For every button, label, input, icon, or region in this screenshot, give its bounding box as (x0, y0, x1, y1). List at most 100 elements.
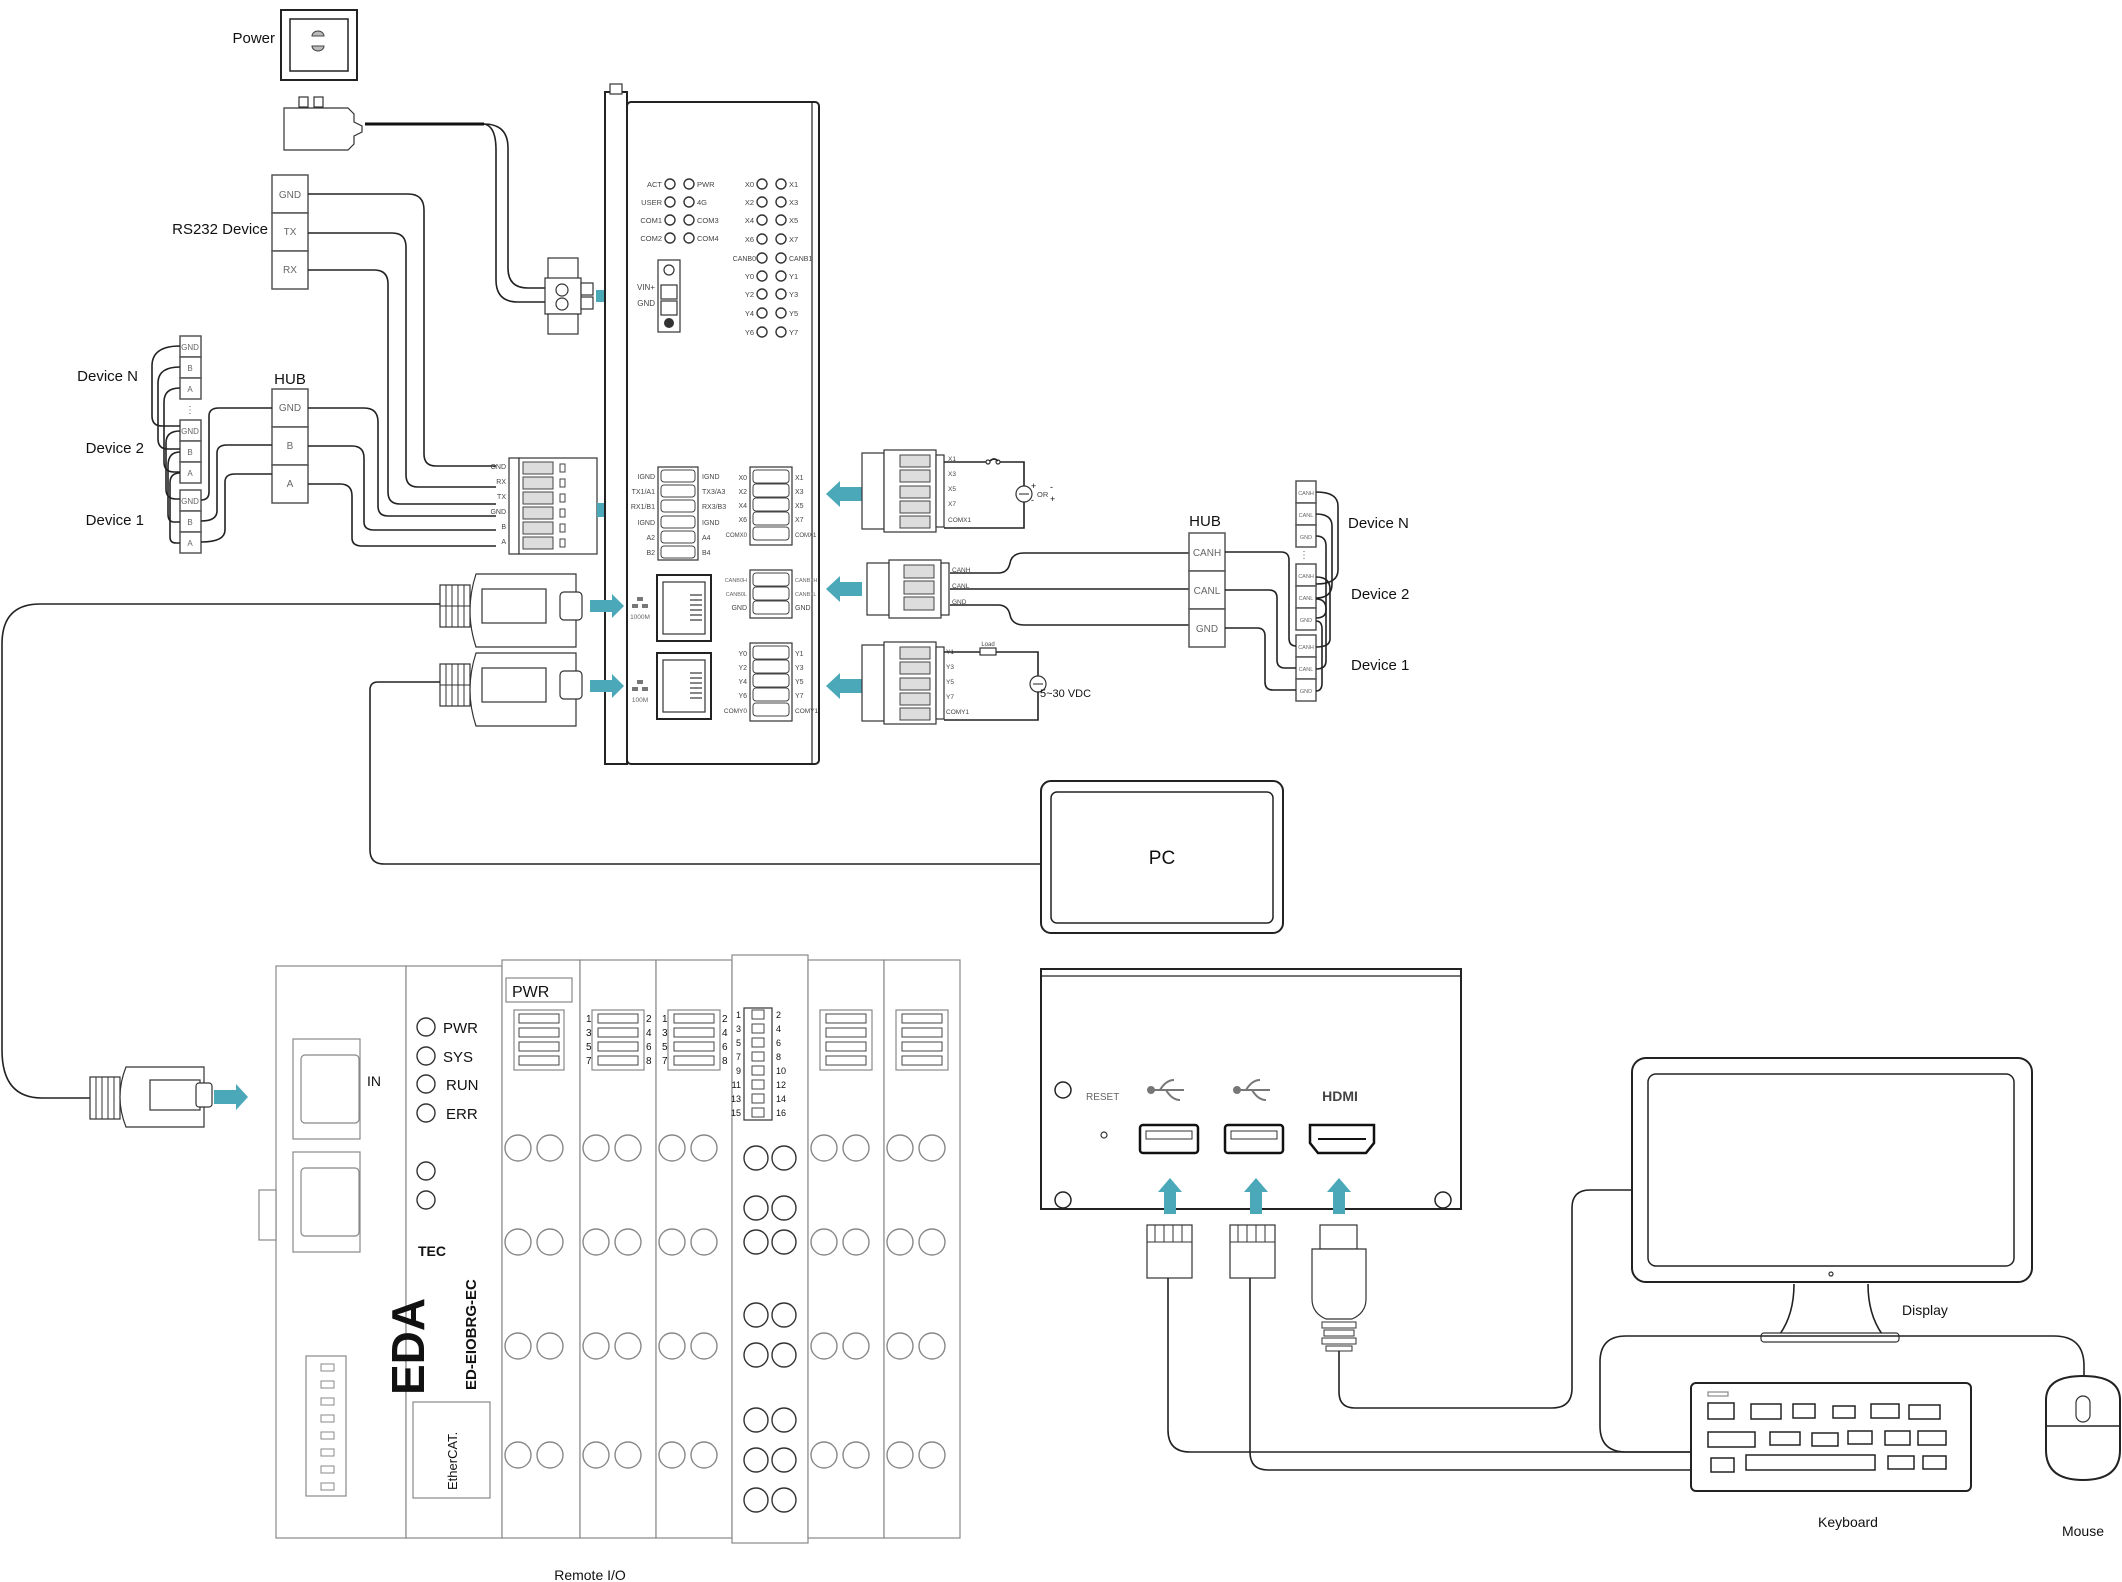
keyboard-label: Keyboard (1818, 1514, 1878, 1530)
svg-text:GND: GND (795, 605, 811, 612)
svg-text:B: B (287, 441, 294, 452)
svg-text:A2: A2 (646, 535, 655, 542)
network-icon (632, 680, 648, 691)
svg-text:GND: GND (181, 343, 199, 352)
keyboard: Keyboard (1599, 1335, 2085, 1530)
power-adapter (283, 96, 556, 303)
svg-text:⋮: ⋮ (1299, 550, 1309, 561)
svg-text:PWR: PWR (512, 984, 549, 1001)
svg-text:X6: X6 (745, 235, 754, 244)
svg-text:-: - (1031, 495, 1034, 505)
do-terminal-plug: Y1 Y3 Y5 Y7 COMY1 Load 5~30 VDC (826, 641, 1091, 725)
mouse: Mouse (2045, 1374, 2121, 1539)
svg-text:HUB: HUB (1189, 513, 1221, 530)
svg-text:ACT: ACT (647, 180, 662, 189)
svg-text:B2: B2 (646, 550, 655, 557)
gateway-do-socket: Y0 Y2 Y4 Y6 COMY0 Y1 Y3 Y5 Y7 COMY1 (724, 642, 819, 722)
svg-text:1000M: 1000M (630, 614, 650, 621)
svg-text:HUB: HUB (274, 371, 306, 388)
svg-text:B: B (187, 364, 192, 373)
gateway-serial-socket: IGND TX1/A1 RX1/B1 IGND A2 B2 IGND TX3/A… (631, 466, 726, 561)
svg-text:RX1/B1: RX1/B1 (631, 504, 655, 511)
svg-text:GND: GND (952, 599, 967, 606)
svg-text:6: 6 (646, 1042, 652, 1053)
display-label: Display (1902, 1302, 1948, 1318)
svg-text:A: A (501, 539, 506, 546)
svg-text:COM4: COM4 (697, 234, 719, 243)
svg-text:5: 5 (586, 1042, 592, 1053)
svg-text:⋮: ⋮ (185, 405, 195, 416)
pc: PC (1040, 780, 1284, 934)
svg-text:Y2: Y2 (738, 665, 747, 672)
svg-text:X3: X3 (795, 489, 804, 496)
svg-text:1: 1 (736, 1010, 741, 1020)
svg-text:A: A (187, 385, 193, 394)
svg-text:GND: GND (279, 190, 301, 201)
svg-text:Y1: Y1 (789, 272, 798, 281)
svg-text:CANL: CANL (1299, 596, 1314, 602)
svg-text:X4: X4 (738, 503, 747, 510)
svg-text:3: 3 (662, 1028, 668, 1039)
svg-text:COMY1: COMY1 (795, 708, 819, 715)
svg-text:Device N: Device N (1348, 515, 1409, 532)
svg-text:USER: USER (641, 198, 662, 207)
svg-text:X2: X2 (745, 198, 754, 207)
svg-text:B: B (501, 524, 506, 531)
svg-text:-: - (1050, 482, 1053, 492)
svg-text:12: 12 (776, 1080, 786, 1090)
svg-text:GND: GND (731, 605, 747, 612)
svg-text:COM1: COM1 (640, 216, 662, 225)
svg-text:100M: 100M (632, 697, 648, 704)
svg-text:RX: RX (496, 479, 506, 486)
svg-text:VIN+: VIN+ (637, 283, 655, 292)
svg-text:4: 4 (722, 1028, 728, 1039)
svg-text:6: 6 (722, 1042, 728, 1053)
remote-io: IN PWR SYS RUN ERR EDA TEC ED-EIOBRG-EC … (89, 954, 961, 1582)
svg-text:Y0: Y0 (745, 272, 754, 281)
svg-text:PWR: PWR (697, 180, 715, 189)
svg-text:COMX0: COMX0 (726, 533, 748, 539)
svg-text:CANB1: CANB1 (789, 256, 812, 263)
svg-text:Device 2: Device 2 (86, 440, 144, 457)
reset-button[interactable] (1100, 1131, 1108, 1139)
network-icon (632, 597, 648, 608)
svg-text:COMY0: COMY0 (724, 708, 748, 715)
svg-text:10: 10 (776, 1066, 786, 1076)
io-terminal-circles (504, 1134, 946, 1469)
edge-gateway: ACT PWR USER 4G COM1 COM3 COM2 COM4 X0 (604, 83, 820, 765)
svg-text:Y3: Y3 (789, 290, 798, 299)
svg-text:5: 5 (736, 1038, 741, 1048)
svg-text:7: 7 (662, 1056, 668, 1067)
svg-text:Y7: Y7 (789, 328, 798, 337)
rs232-device: RS232 Device GND TX RX (172, 174, 496, 505)
svg-text:3: 3 (736, 1024, 741, 1034)
svg-text:3: 3 (586, 1028, 592, 1039)
svg-text:COMY1: COMY1 (946, 709, 970, 716)
svg-text:CANH: CANH (952, 567, 971, 574)
svg-text:X7: X7 (789, 235, 798, 244)
power-label: Power (232, 30, 275, 47)
keyboard-cable (1167, 1278, 1720, 1453)
usb-port-1 (1138, 1123, 1200, 1155)
svg-text:A: A (187, 469, 193, 478)
svg-text:X5: X5 (789, 216, 798, 225)
svg-text:X0: X0 (738, 475, 747, 482)
svg-text:RX: RX (283, 265, 297, 276)
svg-text:TX: TX (497, 494, 506, 501)
svg-text:HDMI: HDMI (1322, 1088, 1358, 1104)
mouse-cable (1249, 1278, 1690, 1471)
svg-text:X3: X3 (948, 471, 956, 478)
svg-text:B4: B4 (702, 550, 711, 557)
usb-port-2 (1223, 1123, 1285, 1155)
svg-text:Y0: Y0 (738, 651, 747, 658)
ethercat-logo: EtherCAT. (412, 1401, 491, 1499)
usb-plug-mouse (1229, 1224, 1276, 1279)
svg-text:Y4: Y4 (738, 679, 747, 686)
svg-text:2: 2 (722, 1014, 728, 1025)
svg-text:IGND: IGND (638, 474, 656, 481)
svg-text:8: 8 (646, 1056, 652, 1067)
svg-text:ED-EIOBRG-EC: ED-EIOBRG-EC (463, 1279, 480, 1390)
svg-text:COMX1: COMX1 (948, 517, 972, 524)
svg-text:EtherCAT.: EtherCAT. (445, 1432, 460, 1490)
